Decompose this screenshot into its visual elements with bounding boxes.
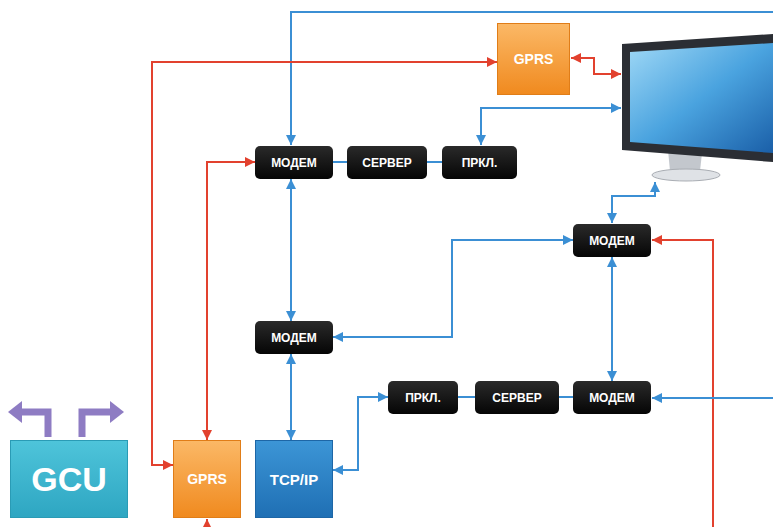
connector <box>333 397 388 470</box>
connector <box>427 161 442 163</box>
connector <box>611 257 613 381</box>
connector <box>152 62 497 465</box>
box-label: СЕРВЕР <box>492 391 541 405</box>
server-box: СЕРВЕР <box>475 381 559 414</box>
modem-box: МОДЕМ <box>573 224 651 257</box>
box-label: GPRS <box>514 51 554 67</box>
wire <box>481 108 621 145</box>
wire <box>206 519 208 527</box>
server-box: СЕРВЕР <box>347 146 427 179</box>
box-label: МОДЕМ <box>589 234 635 248</box>
box-label: GPRS <box>187 471 227 487</box>
box-label: МОДЕМ <box>271 331 317 345</box>
box-label: ПРКЛ. <box>462 156 498 170</box>
connector <box>333 161 347 163</box>
wire <box>612 182 655 223</box>
box-label: ПРКЛ. <box>405 391 441 405</box>
box-label: МОДЕМ <box>589 391 635 405</box>
protocol-box: TCP/IP <box>255 440 333 518</box>
gprs-box: GPRS <box>497 23 570 95</box>
connector <box>290 179 292 321</box>
modem-box: МОДЕМ <box>255 146 333 179</box>
box-label: TCP/IP <box>270 471 318 488</box>
wire <box>291 12 773 145</box>
wire <box>652 240 713 527</box>
monitor-icon <box>622 34 773 181</box>
gcu-box: GCU <box>10 440 128 518</box>
wire <box>571 58 621 74</box>
connector <box>559 396 573 398</box>
box-label: МОДЕМ <box>271 156 317 170</box>
gcu-arrows <box>8 401 124 437</box>
wire <box>652 397 773 399</box>
modem-box: МОДЕМ <box>573 381 651 414</box>
connector <box>333 240 573 337</box>
modem-box: МОДЕМ <box>255 321 333 354</box>
switch-box: ПРКЛ. <box>388 381 458 414</box>
connector <box>458 396 475 398</box>
connector <box>290 354 292 440</box>
box-label: СЕРВЕР <box>362 156 411 170</box>
gprs-box: GPRS <box>173 440 241 518</box>
box-label: GCU <box>31 460 107 499</box>
switch-box: ПРКЛ. <box>442 146 517 179</box>
connector <box>207 162 255 440</box>
